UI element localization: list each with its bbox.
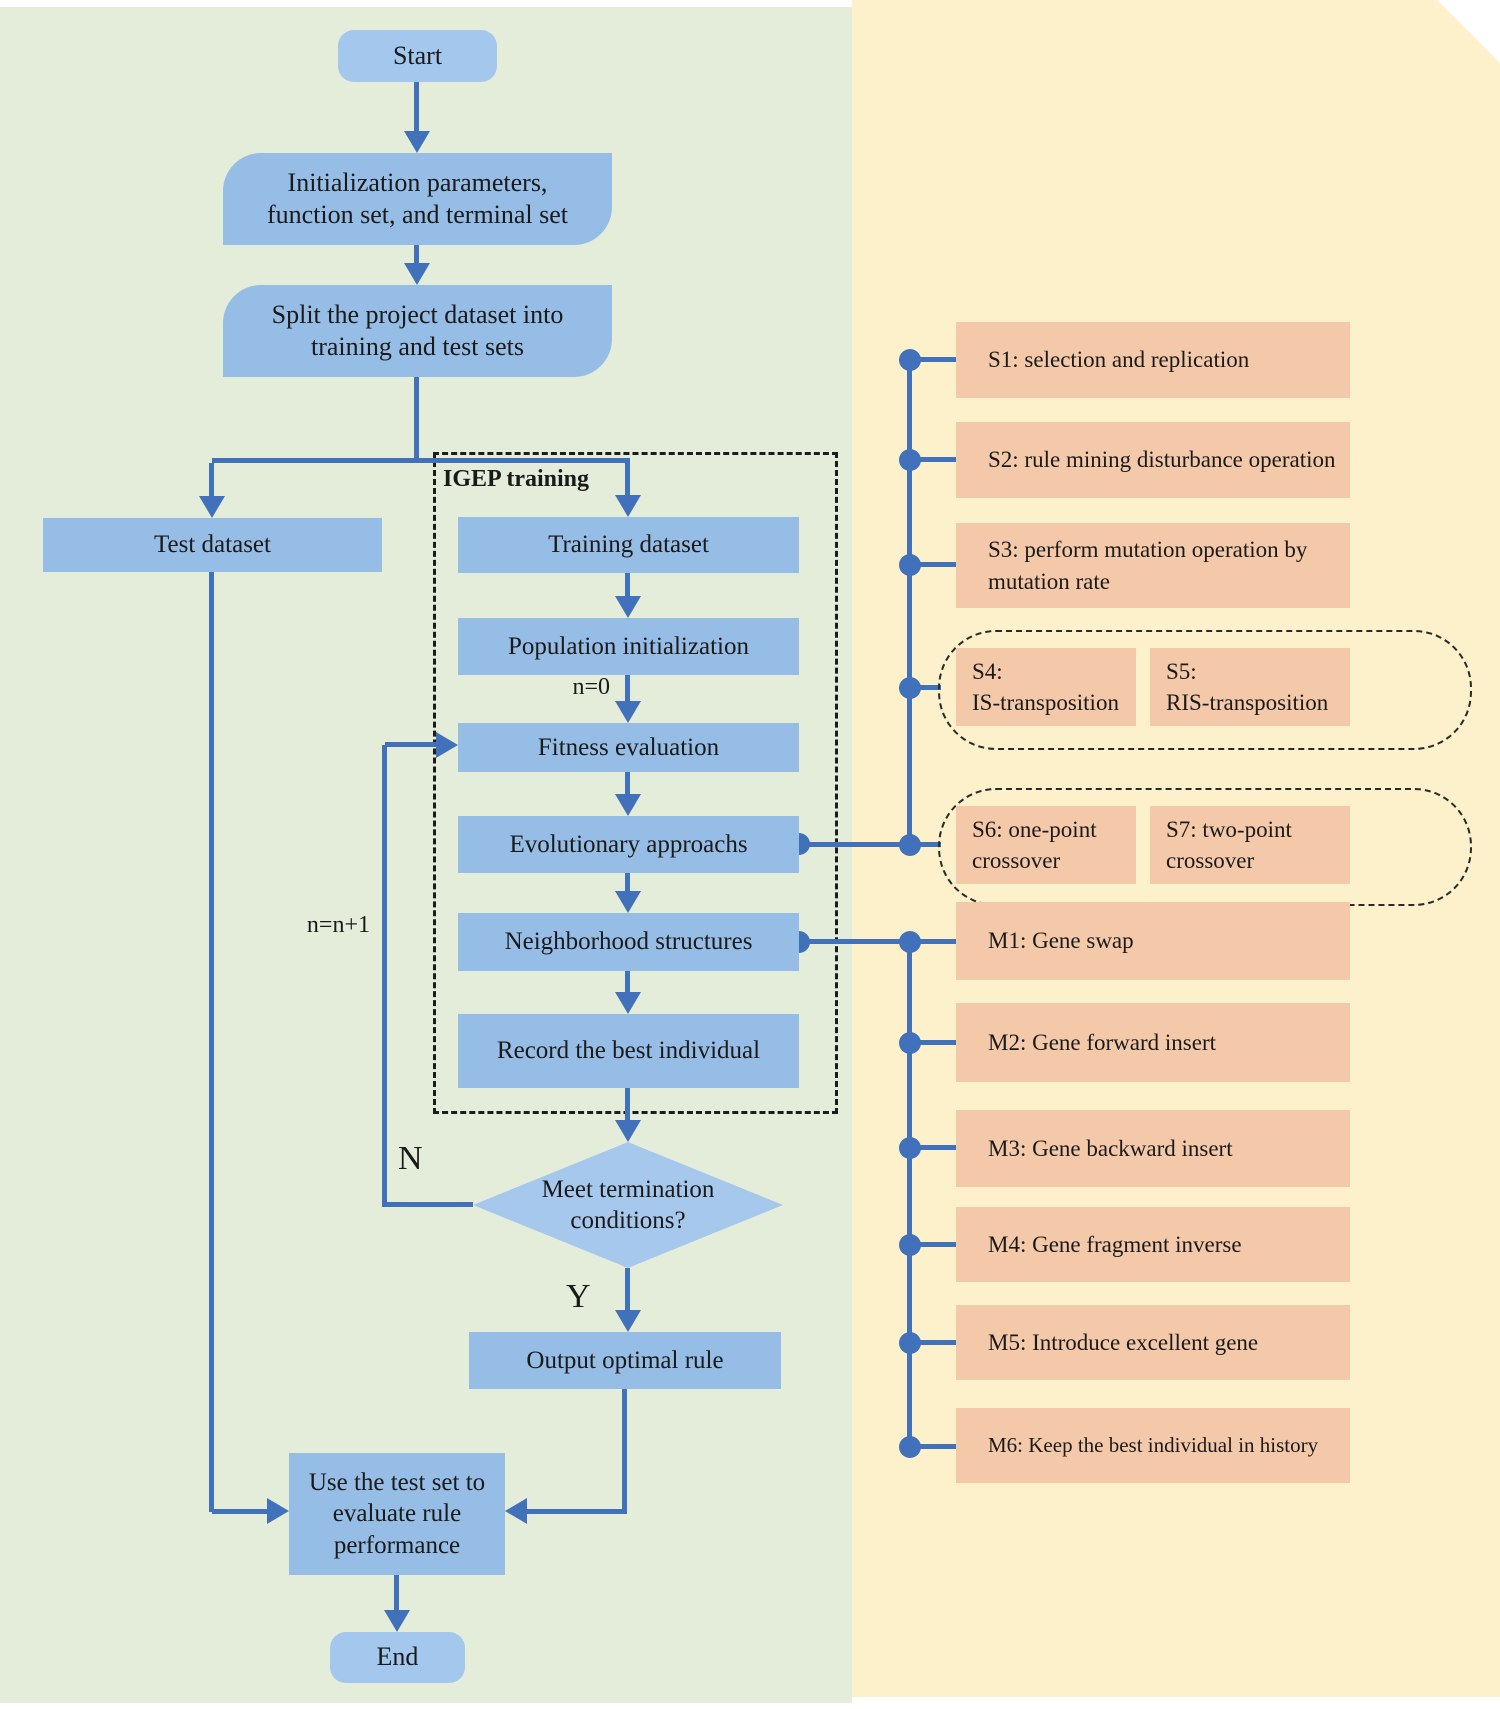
arrow-head (615, 794, 641, 816)
m-tree-stub (910, 1040, 956, 1045)
fitness-evaluation-node: Fitness evaluation (458, 723, 799, 772)
connector-line (394, 1575, 399, 1610)
arrow-head (615, 1310, 641, 1332)
connector-dot (899, 449, 921, 471)
s-tree-stub (910, 357, 956, 362)
s4-operation-box: S4: IS-transposition (956, 648, 1136, 726)
connector-line (625, 675, 630, 701)
m3-operation-box: M3: Gene backward insert (956, 1110, 1350, 1187)
arrow-head (384, 1610, 410, 1632)
connector-line (209, 463, 214, 496)
m2-operation-box: M2: Gene forward insert (956, 1003, 1350, 1082)
arrow-head (267, 1498, 289, 1524)
loop-line (385, 1202, 473, 1207)
neighborhood-connector (799, 939, 956, 944)
connector-line (625, 463, 630, 495)
no-branch-label: N (398, 1140, 423, 1177)
termination-decision-node: Meet termination conditions? (473, 1142, 783, 1268)
m-tree-stub (910, 1340, 956, 1345)
arrow-head (199, 496, 225, 518)
yes-branch-label: Y (566, 1278, 591, 1315)
s-tree-stub (910, 562, 956, 567)
initialization-node: Initialization parameters, function set,… (223, 153, 612, 245)
loop-line (385, 742, 436, 747)
connector-dot (899, 349, 921, 371)
connector-dot (899, 554, 921, 576)
igep-training-label: IGEP training (443, 466, 590, 492)
diamond-shape (473, 1142, 783, 1268)
m-tree-stub (910, 1145, 956, 1150)
s-tree-stub (910, 457, 956, 462)
training-dataset-node: Training dataset (458, 517, 799, 573)
m-tree-stub (910, 1242, 956, 1247)
connector-dot (899, 1436, 921, 1458)
connector-line (414, 82, 419, 131)
m1-operation-box: M1: Gene swap (956, 902, 1350, 980)
evolutionary-approachs-node: Evolutionary approachs (458, 816, 799, 873)
end-node: End (330, 1632, 465, 1683)
connector-dot (899, 677, 921, 699)
n-increment-label: n=n+1 (306, 912, 370, 938)
split-dataset-node: Split the project dataset into training … (223, 285, 612, 377)
record-best-individual-node: Record the best individual (458, 1014, 799, 1088)
transposition-group-container (938, 630, 1472, 750)
decision-text: Meet termination conditions? (541, 1175, 715, 1234)
arrow-head (436, 732, 458, 758)
arrow-head (505, 1498, 527, 1524)
use-test-set-node: Use the test set to evaluate rule perfor… (289, 1453, 505, 1575)
population-initialization-node: Population initialization (458, 618, 799, 675)
arrow-head (615, 596, 641, 618)
arrow-head (615, 495, 641, 517)
connector-dot (899, 834, 921, 856)
connector-dot (899, 1234, 921, 1256)
s-tree-stub (910, 685, 941, 690)
loop-line (382, 745, 387, 1207)
connector-dot (899, 1137, 921, 1159)
arrow-head (404, 263, 430, 285)
m6-operation-box: M6: Keep the best individual in history (956, 1408, 1350, 1483)
m5-operation-box: M5: Introduce excellent gene (956, 1305, 1350, 1380)
start-node: Start (338, 30, 497, 82)
arrow-head (615, 992, 641, 1014)
n-equals-zero-label: n=0 (572, 674, 610, 700)
connector-line (414, 377, 419, 460)
s7-operation-box: S7: two-point crossover (1150, 806, 1350, 884)
connector-line (414, 245, 419, 263)
connector-line (209, 572, 214, 1512)
s1-operation-box: S1: selection and replication (956, 322, 1350, 398)
connector-line (212, 458, 630, 463)
s3-operation-box: S3: perform mutation operation by mutati… (956, 523, 1350, 608)
arrow-head (615, 1120, 641, 1142)
connector-line (625, 873, 630, 891)
connector-line (625, 971, 630, 992)
connector-line (625, 1088, 630, 1120)
s5-operation-box: S5: RIS-transposition (1150, 648, 1350, 726)
connector-line (625, 1268, 630, 1310)
m-tree-stub (910, 1444, 956, 1449)
connector-dot (899, 931, 921, 953)
connector-dot (899, 1032, 921, 1054)
connector-line (625, 573, 630, 596)
neighborhood-structures-node: Neighborhood structures (458, 913, 799, 971)
arrow-head (404, 131, 430, 153)
m4-operation-box: M4: Gene fragment inverse (956, 1207, 1350, 1282)
s6-operation-box: S6: one-point crossover (956, 806, 1136, 884)
output-optimal-rule-node: Output optimal rule (469, 1332, 781, 1389)
s-tree-line (907, 360, 912, 845)
evolutionary-connector (799, 842, 941, 847)
m-tree-line (907, 942, 912, 1447)
connector-dot (899, 1332, 921, 1354)
arrow-head (615, 701, 641, 723)
arrow-head (615, 891, 641, 913)
s2-operation-box: S2: rule mining disturbance operation (956, 422, 1350, 498)
connector-line (527, 1509, 627, 1514)
connector-line (625, 772, 630, 794)
connector-line (212, 1509, 267, 1514)
connector-line (622, 1389, 627, 1512)
test-dataset-node: Test dataset (43, 518, 382, 572)
igep-training-container (433, 452, 838, 1114)
